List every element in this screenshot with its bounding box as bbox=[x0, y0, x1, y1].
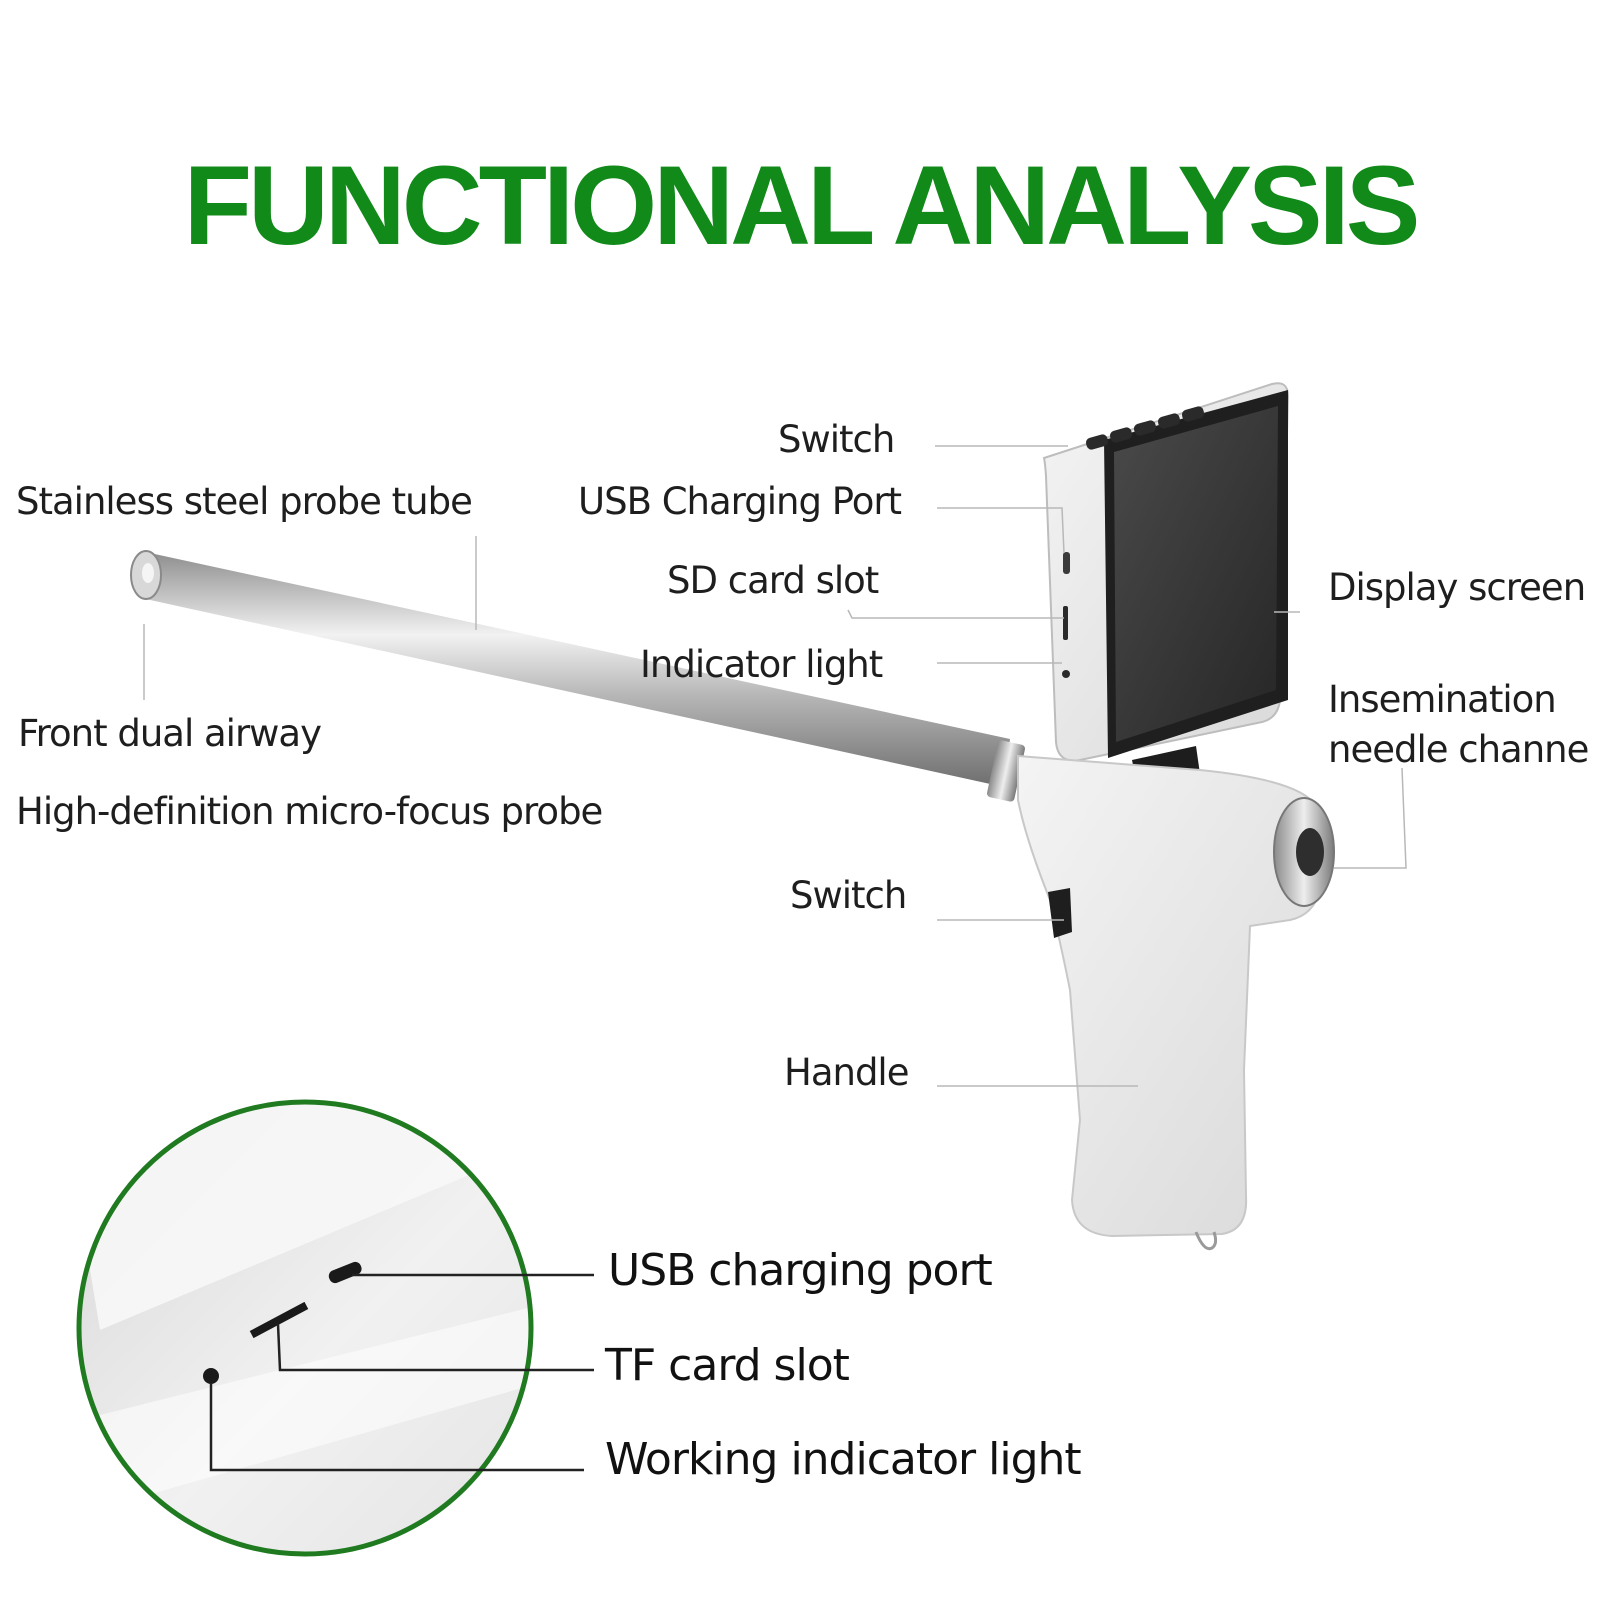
detail-label-tf: TF card slot bbox=[605, 1340, 850, 1391]
callout-tf bbox=[276, 1323, 594, 1372]
label-front-dual-airway: Front dual airway bbox=[18, 712, 322, 755]
callout-working-light bbox=[209, 1384, 584, 1472]
gun-body bbox=[1017, 754, 1335, 1251]
detail-indicator-dot bbox=[203, 1368, 219, 1384]
side-sd-slot bbox=[1063, 606, 1068, 640]
probe-tube bbox=[130, 550, 1025, 802]
label-handle: Handle bbox=[784, 1051, 909, 1094]
label-switch-bottom: Switch bbox=[790, 874, 907, 917]
label-display-screen: Display screen bbox=[1328, 566, 1586, 609]
detail-circle bbox=[76, 1099, 534, 1557]
trigger-switch bbox=[1048, 888, 1072, 938]
leader-insemination bbox=[1334, 767, 1407, 869]
detail-label-working-light: Working indicator light bbox=[605, 1434, 1082, 1485]
detail-usb-port bbox=[328, 1261, 362, 1284]
detail-tf-slot bbox=[249, 1301, 309, 1339]
label-probe-tube: Stainless steel probe tube bbox=[16, 480, 473, 523]
label-insemination-line2: needle channe bbox=[1328, 728, 1589, 771]
leader-usb-charging-port bbox=[937, 507, 1065, 554]
side-indicator-dot bbox=[1062, 670, 1070, 678]
leader-lines bbox=[143, 445, 1407, 1087]
label-insemination-line1: Insemination bbox=[1328, 678, 1557, 721]
page-title: FUNCTIONAL ANALYSIS bbox=[183, 143, 1421, 268]
monitor bbox=[1042, 382, 1290, 800]
label-switch-top: Switch bbox=[778, 418, 895, 461]
top-buttons bbox=[1085, 406, 1205, 450]
side-usb-port bbox=[1063, 552, 1070, 574]
leader-sd-card-slot bbox=[847, 609, 1064, 619]
label-usb-charging-port: USB Charging Port bbox=[578, 480, 902, 523]
callout-lines bbox=[209, 1273, 594, 1472]
label-sd-card-slot: SD card slot bbox=[667, 559, 879, 602]
detail-label-usb: USB charging port bbox=[608, 1245, 993, 1296]
label-indicator-light: Indicator light bbox=[640, 643, 883, 686]
label-hd-probe: High-definition micro-focus probe bbox=[16, 790, 603, 833]
